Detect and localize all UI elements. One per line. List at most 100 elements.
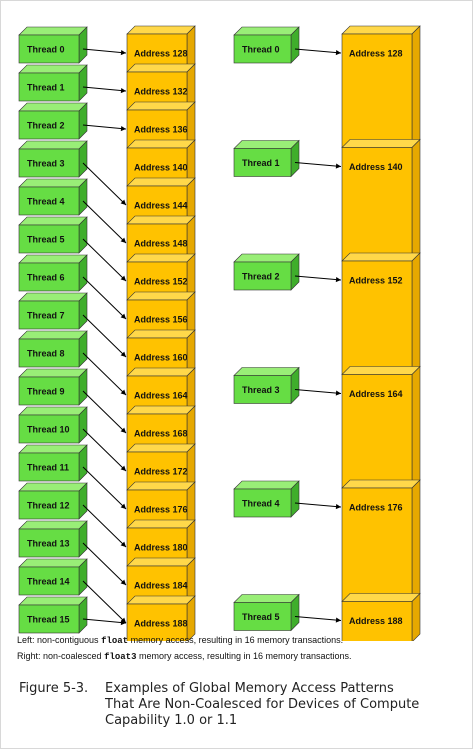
right-address-label: Address 164 [349, 389, 403, 399]
right-thread-label: Thread 2 [242, 272, 280, 282]
right-thread-label: Thread 0 [242, 45, 280, 55]
right-address-segment [341, 479, 421, 603]
right-address-segment [341, 592, 421, 641]
right-address-label: Address 188 [349, 616, 403, 626]
left-thread-box [18, 368, 88, 406]
left-thread-label: Thread 2 [27, 121, 65, 131]
left-thread-label: Thread 7 [27, 311, 65, 321]
left-thread-box [18, 178, 88, 216]
right-thread-box [233, 593, 300, 632]
left-address-label: Address 176 [134, 505, 188, 515]
left-thread-label: Thread 3 [27, 159, 65, 169]
figure-title: Examples of Global Memory Access Pattern… [105, 681, 445, 729]
left-thread-box [18, 558, 88, 596]
left-arrow [82, 124, 127, 132]
left-thread-box [18, 64, 88, 102]
left-thread-label: Thread 6 [27, 273, 65, 283]
left-address-label: Address 128 [134, 49, 188, 59]
memory-access-diagram: Thread 0 Thread 1 Thread 2 Thread 3 Thread 4… [18, 25, 421, 641]
right-arrows [294, 48, 342, 623]
left-address-label: Address 144 [134, 201, 188, 211]
left-thread-label: Thread 12 [27, 501, 70, 511]
left-thread-box [18, 254, 88, 292]
left-address-label: Address 156 [134, 315, 188, 325]
right-address-label: Address 128 [349, 49, 403, 59]
left-address-label: Address 180 [134, 543, 188, 553]
left-arrow [82, 86, 127, 94]
left-thread-label: Thread 9 [27, 387, 65, 397]
caption-left-suffix: memory access, resulting in 16 memory tr… [128, 635, 344, 645]
left-arrow [82, 48, 127, 56]
left-thread-label: Thread 14 [27, 577, 70, 587]
left-thread-box [18, 482, 88, 520]
left-address-label: Address 172 [134, 467, 188, 477]
left-address-cell [126, 595, 196, 641]
right-address-label: Address 176 [349, 503, 403, 513]
left-thread-label: Thread 5 [27, 235, 65, 245]
figure-title-line-1: Examples of Global Memory Access Pattern… [105, 681, 394, 696]
left-thread-box [18, 406, 88, 444]
right-thread-label: Thread 4 [242, 499, 280, 509]
left-address-label: Address 184 [134, 581, 188, 591]
caption-right-suffix: memory access, resulting in 16 memory tr… [136, 651, 352, 661]
left-thread-label: Thread 0 [27, 45, 65, 55]
left-arrows [82, 48, 127, 626]
right-arrow [294, 389, 342, 396]
figure-title-line-3: Capability 1.0 or 1.1 [105, 713, 238, 728]
left-arrow [82, 542, 127, 586]
left-arrow [82, 200, 127, 244]
right-thread-box [233, 480, 300, 518]
right-thread-box [233, 253, 300, 291]
left-thread-column: Thread 0 Thread 1 Thread 2 Thread 3 Thread 4… [18, 26, 88, 634]
right-thread-box [233, 139, 300, 178]
left-arrow [82, 504, 127, 548]
left-address-label: Address 160 [134, 353, 188, 363]
left-address-label: Address 148 [134, 239, 188, 249]
right-address-label: Address 140 [349, 162, 403, 172]
left-thread-box [18, 520, 88, 558]
right-arrow [294, 48, 342, 56]
left-thread-label: Thread 10 [27, 425, 70, 435]
left-thread-label: Thread 1 [27, 83, 65, 93]
right-arrow [294, 162, 342, 169]
left-address-label: Address 188 [134, 619, 188, 629]
left-thread-label: Thread 15 [27, 615, 70, 625]
left-arrow [82, 390, 127, 434]
left-thread-box [18, 596, 88, 634]
left-arrow [82, 314, 127, 358]
caption-right-code: float3 [104, 652, 137, 662]
right-thread-label: Thread 5 [242, 612, 280, 622]
left-address-label: Address 136 [134, 125, 188, 135]
figure-number: Figure 5-3. [19, 681, 89, 696]
right-address-segment [341, 138, 421, 262]
right-thread-box [233, 26, 300, 64]
right-address-segment [341, 365, 421, 489]
figure-title-line-2: That Are Non-Coalesced for Devices of Co… [105, 697, 420, 712]
left-arrow [82, 276, 127, 320]
left-thread-label: Thread 13 [27, 539, 70, 549]
left-address-label: Address 132 [134, 87, 188, 97]
right-thread-box [233, 366, 300, 405]
caption-left: Left: non-contiguous float memory access… [17, 635, 343, 646]
left-address-label: Address 140 [134, 163, 188, 173]
caption-right-prefix: Right: non-coalesced [17, 651, 105, 661]
caption-left-prefix: Left: non-contiguous [17, 635, 102, 645]
left-thread-label: Thread 4 [27, 197, 65, 207]
right-arrow [294, 502, 342, 510]
right-address-segment [341, 252, 421, 376]
left-thread-box [18, 292, 88, 330]
left-arrow [82, 352, 127, 396]
left-arrow [82, 466, 127, 510]
left-thread-box [18, 26, 88, 64]
right-thread-label: Thread 1 [242, 158, 280, 168]
right-address-label: Address 152 [349, 276, 403, 286]
left-thread-box [18, 330, 88, 368]
left-thread-box [18, 216, 88, 254]
right-arrow [294, 275, 342, 283]
right-arrow [294, 616, 342, 623]
left-arrow [82, 428, 127, 472]
